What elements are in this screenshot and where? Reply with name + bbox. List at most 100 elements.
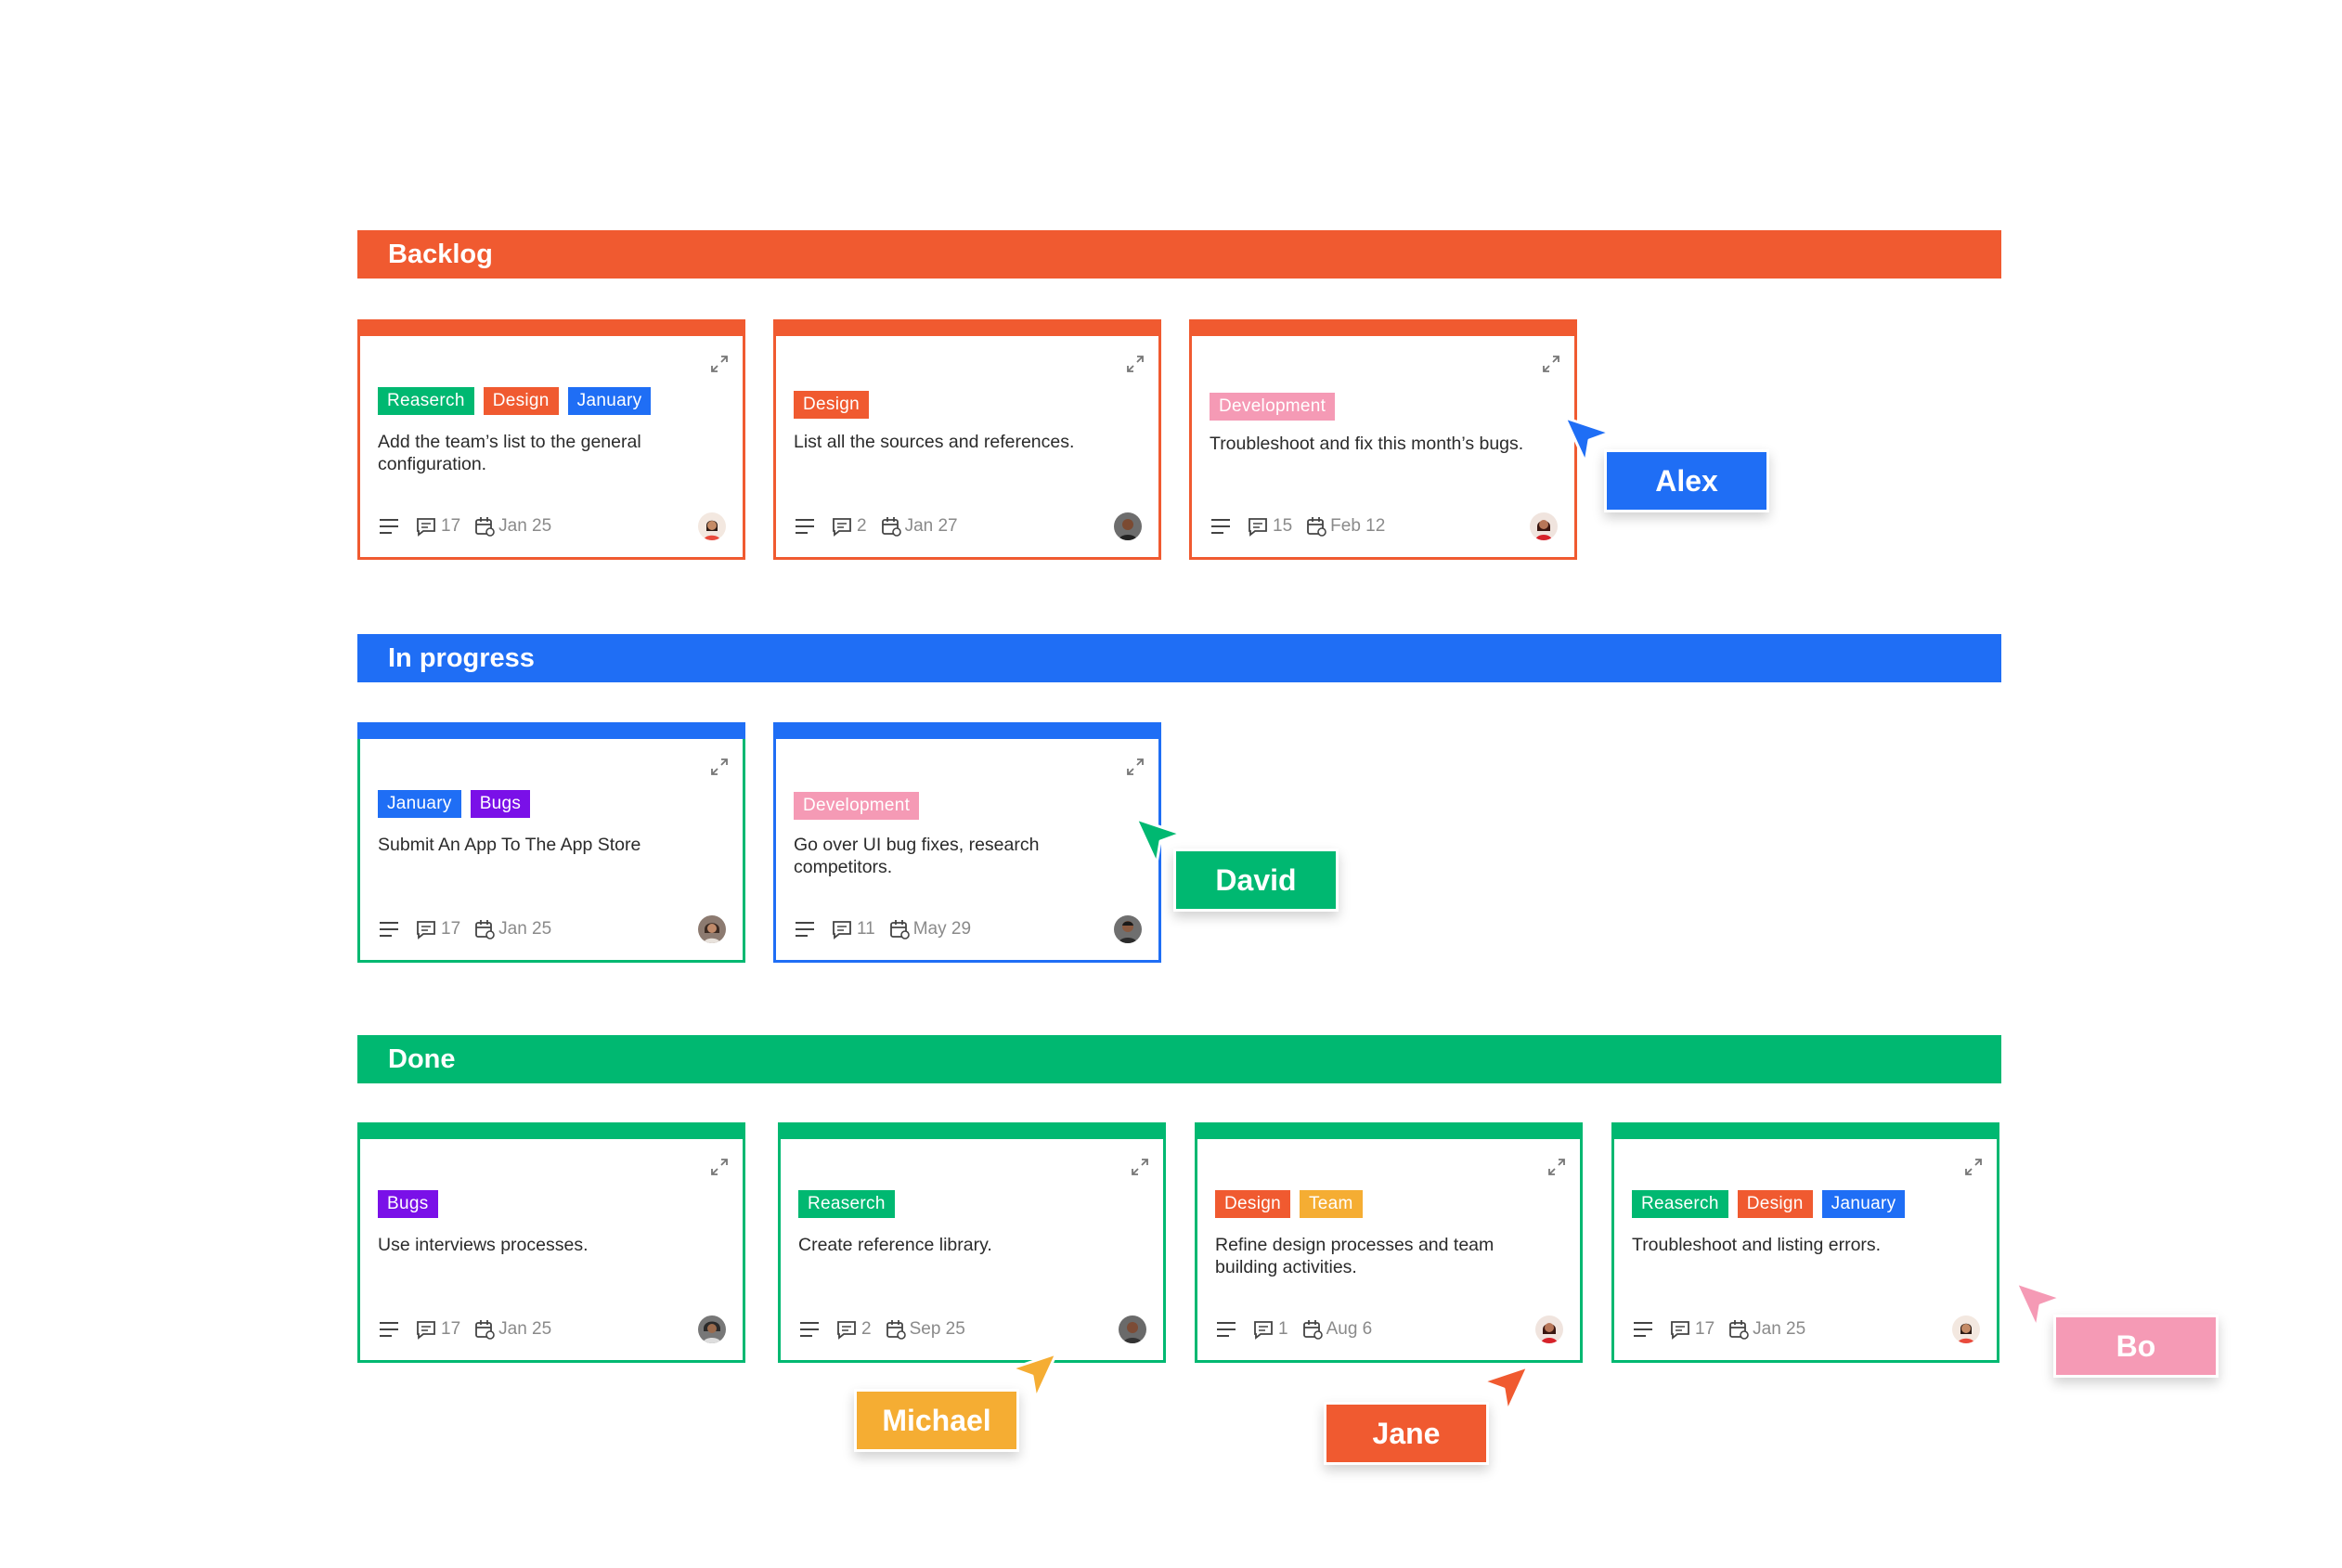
task-card[interactable]: Design Team Refine design processes and … [1195, 1122, 1583, 1363]
tag[interactable]: Bugs [378, 1190, 438, 1218]
due-date: Jan 25 [1753, 1319, 1806, 1339]
calendar-icon[interactable] [1727, 1318, 1750, 1341]
tag-list: Development [1210, 393, 1336, 421]
description-icon[interactable] [1210, 516, 1232, 537]
comment-count: 2 [857, 516, 867, 536]
calendar-icon[interactable] [1301, 1318, 1324, 1341]
calendar-icon[interactable] [885, 1318, 907, 1341]
section-header-in-progress[interactable]: In progress [357, 634, 2001, 682]
comments-icon[interactable] [415, 918, 437, 940]
comment-count: 15 [1273, 516, 1293, 536]
description-icon[interactable] [794, 919, 816, 940]
avatar[interactable] [1114, 512, 1142, 540]
expand-icon[interactable] [1130, 1157, 1150, 1177]
card-title: List all the sources and references. [794, 432, 1075, 452]
card-color-strip [773, 319, 1161, 336]
expand-icon[interactable] [709, 354, 730, 374]
section-header-backlog[interactable]: Backlog [357, 230, 2001, 279]
tag[interactable]: Reaserch [798, 1190, 895, 1218]
avatar[interactable] [1952, 1315, 1980, 1343]
comments-icon[interactable] [1247, 515, 1269, 538]
calendar-icon[interactable] [473, 1318, 496, 1341]
task-card[interactable]: Reaserch Design January Troubleshoot and… [1611, 1122, 1999, 1363]
description-icon[interactable] [1632, 1319, 1654, 1340]
comments-icon[interactable] [1252, 1318, 1275, 1341]
comment-count: 1 [1278, 1319, 1288, 1339]
task-card[interactable]: Reaserch Create reference library. 2 Sep… [778, 1122, 1166, 1363]
avatar[interactable] [698, 512, 726, 540]
tag[interactable]: Development [1210, 393, 1336, 421]
card-title: Troubleshoot and fix this month’s bugs. [1210, 434, 1524, 454]
description-icon[interactable] [798, 1319, 821, 1340]
card-color-strip [778, 1122, 1166, 1139]
card-color-strip [1611, 1122, 1999, 1139]
section-title: Backlog [388, 239, 493, 269]
avatar[interactable] [1119, 1315, 1146, 1343]
calendar-icon[interactable] [473, 918, 496, 940]
expand-icon[interactable] [1963, 1157, 1984, 1177]
expand-icon[interactable] [709, 757, 730, 777]
avatar[interactable] [698, 1315, 726, 1343]
tag[interactable]: Reaserch [378, 387, 474, 415]
task-card[interactable]: Development Troubleshoot and fix this mo… [1189, 319, 1577, 560]
cursor-pointer-icon [1132, 815, 1188, 871]
expand-icon[interactable] [709, 1157, 730, 1177]
comment-count: 17 [441, 1319, 461, 1339]
tag[interactable]: Reaserch [1632, 1190, 1728, 1218]
tag[interactable]: January [567, 387, 652, 415]
tag[interactable]: Design [1215, 1190, 1290, 1218]
cursor-pointer-icon [1561, 414, 1617, 470]
comments-icon[interactable] [831, 918, 853, 940]
card-footer: 17 Jan 25 [1632, 1315, 1978, 1343]
avatar[interactable] [1535, 1315, 1563, 1343]
comments-icon[interactable] [1669, 1318, 1691, 1341]
due-date: Aug 6 [1326, 1319, 1373, 1339]
description-icon[interactable] [378, 1319, 400, 1340]
tag[interactable]: Design [794, 391, 869, 419]
tag[interactable]: January [1821, 1190, 1906, 1218]
description-icon[interactable] [794, 516, 816, 537]
calendar-icon[interactable] [880, 515, 902, 538]
collaborator-cursor-label: Michael [854, 1389, 1019, 1452]
task-card[interactable]: Reaserch Design January Add the team’s l… [357, 319, 745, 560]
avatar[interactable] [1114, 915, 1142, 943]
section-header-done[interactable]: Done [357, 1035, 2001, 1083]
description-icon[interactable] [378, 516, 400, 537]
card-title: Create reference library. [798, 1235, 992, 1255]
comments-icon[interactable] [835, 1318, 858, 1341]
task-card[interactable]: Design List all the sources and referenc… [773, 319, 1161, 560]
section-title: Done [388, 1043, 456, 1074]
section-title: In progress [388, 642, 535, 673]
card-footer: 11 May 29 [794, 915, 1140, 943]
calendar-icon[interactable] [1305, 515, 1327, 538]
card-footer: 2 Sep 25 [798, 1315, 1145, 1343]
tag[interactable]: Design [483, 387, 559, 415]
expand-icon[interactable] [1541, 354, 1561, 374]
calendar-icon[interactable] [473, 515, 496, 538]
collaborator-cursor-label: Jane [1324, 1402, 1489, 1465]
tag[interactable]: Bugs [470, 790, 531, 818]
avatar[interactable] [698, 915, 726, 943]
comments-icon[interactable] [831, 515, 853, 538]
card-color-strip [357, 722, 745, 739]
expand-icon[interactable] [1546, 1157, 1567, 1177]
description-icon[interactable] [378, 919, 400, 940]
tag[interactable]: January [378, 790, 461, 818]
card-title: Add the team’s list to the general confi… [378, 432, 641, 474]
calendar-icon[interactable] [888, 918, 911, 940]
comment-count: 2 [861, 1319, 872, 1339]
tag[interactable]: Team [1299, 1190, 1363, 1218]
expand-icon[interactable] [1125, 354, 1145, 374]
collaborator-cursor-label: Bo [2053, 1315, 2219, 1378]
task-card[interactable]: Bugs Use interviews processes. 17 Jan 25 [357, 1122, 745, 1363]
avatar[interactable] [1530, 512, 1558, 540]
tag[interactable]: Development [794, 792, 920, 820]
comments-icon[interactable] [415, 1318, 437, 1341]
card-title: Go over UI bug fixes, research competito… [794, 835, 1040, 877]
comments-icon[interactable] [415, 515, 437, 538]
tag[interactable]: Design [1737, 1190, 1813, 1218]
task-card[interactable]: January Bugs Submit An App To The App St… [357, 722, 745, 963]
expand-icon[interactable] [1125, 757, 1145, 777]
description-icon[interactable] [1215, 1319, 1237, 1340]
task-card[interactable]: Development Go over UI bug fixes, resear… [773, 722, 1161, 963]
